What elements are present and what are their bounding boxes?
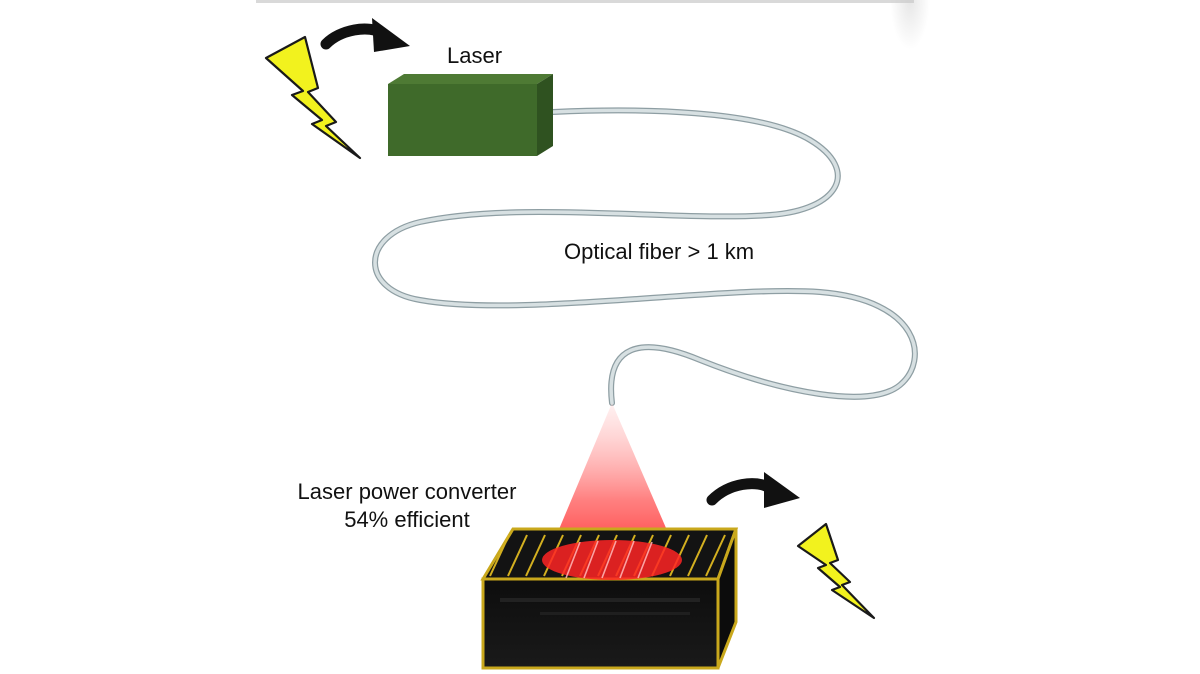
converter-label-line2: 54% efficient — [344, 507, 470, 532]
corner-shade — [890, 0, 930, 50]
laser-source — [388, 74, 553, 156]
input-curved-arrow-icon — [320, 18, 410, 52]
input-power-bolt-icon — [264, 35, 362, 160]
optical-fiber — [372, 107, 918, 406]
top-divider — [256, 0, 914, 3]
converter-label: Laser power converter 54% efficient — [262, 478, 552, 534]
laser-label: Laser — [447, 43, 503, 68]
laser-power-converter — [480, 527, 739, 670]
output-curved-arrow-icon — [706, 472, 800, 508]
fiber-label: Optical fiber > 1 km — [564, 239, 755, 264]
converter-label-line1: Laser power converter — [297, 479, 517, 504]
output-power-bolt-icon — [796, 522, 876, 620]
